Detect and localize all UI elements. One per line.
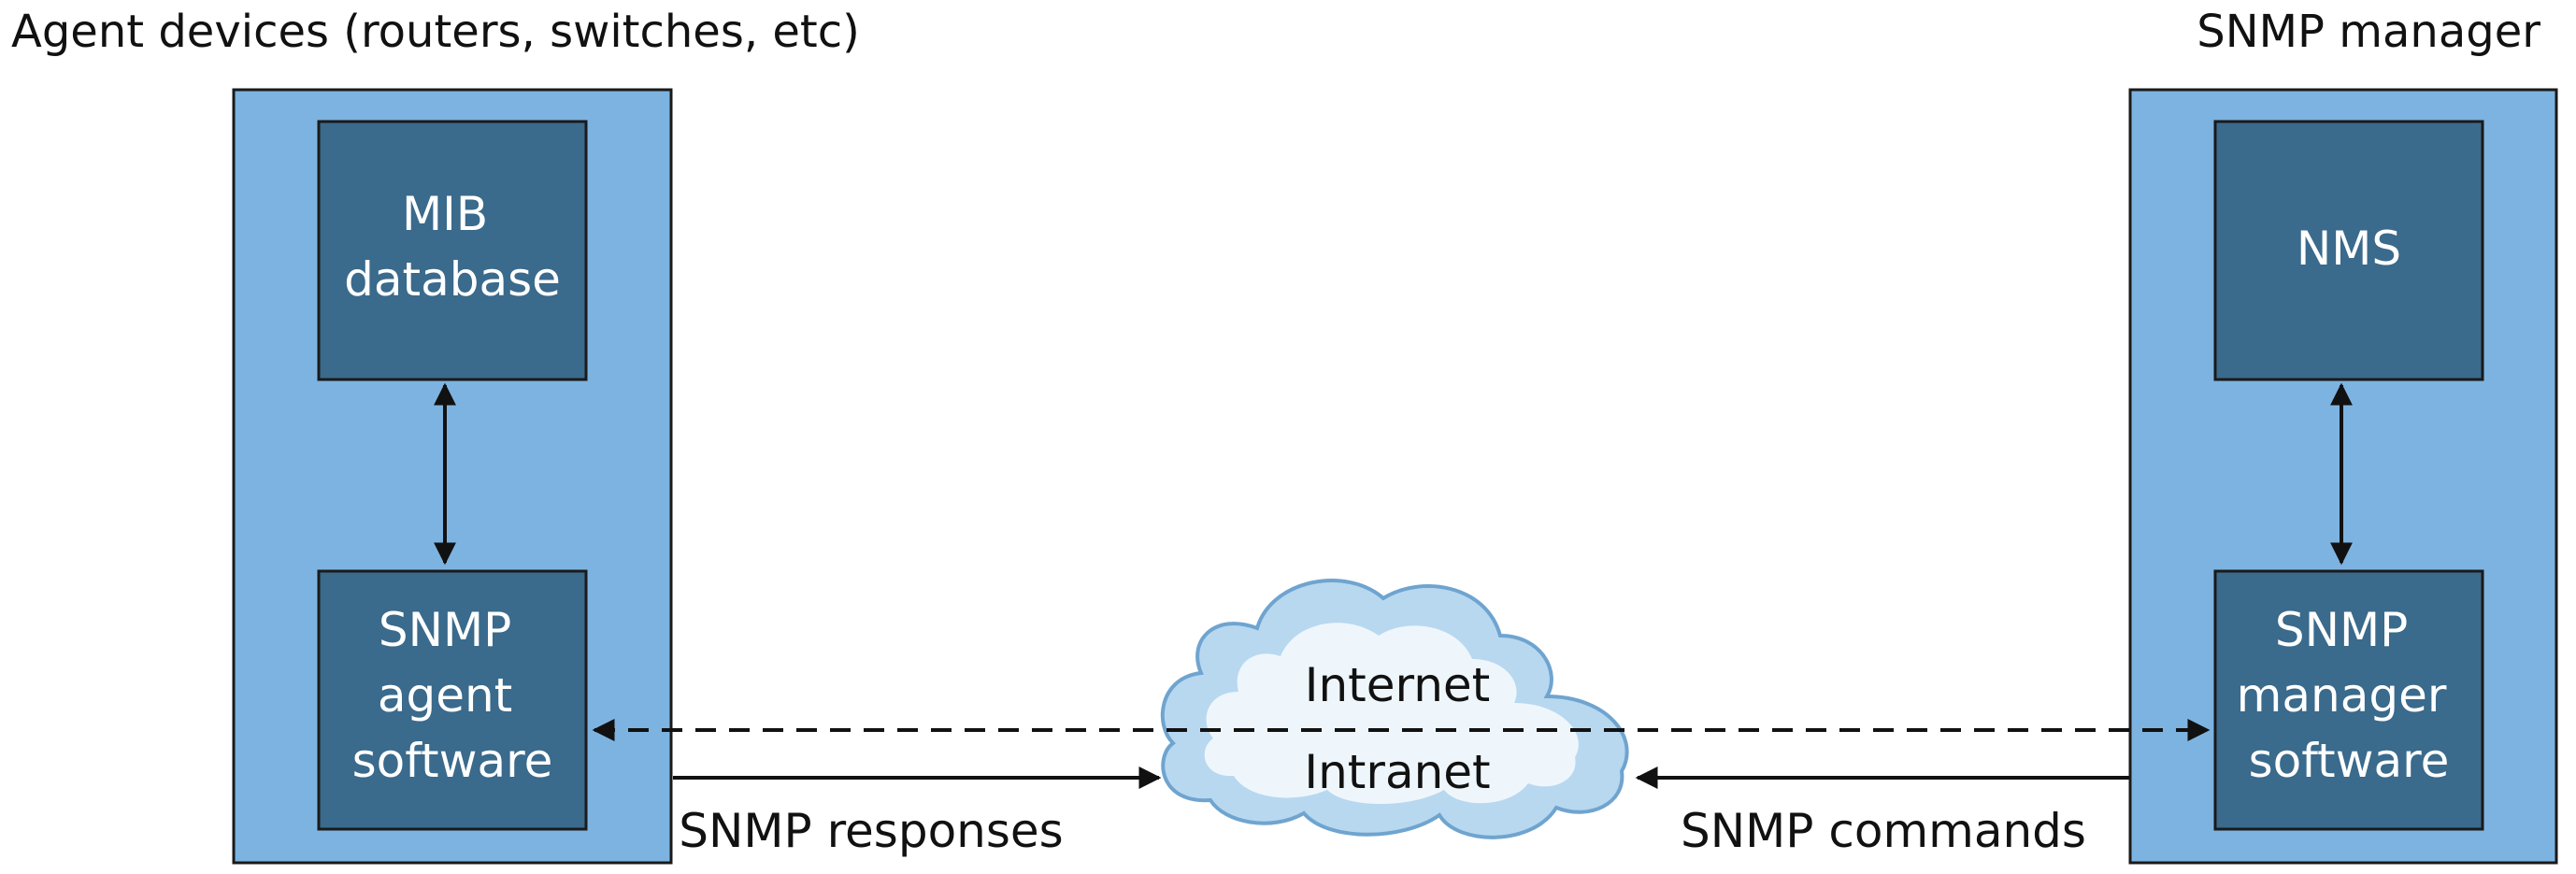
cloud-label-intranet: Intranet <box>1304 745 1490 799</box>
manager-panel-title: SNMP manager <box>2197 6 2540 58</box>
mib-database-label: MIB database <box>344 187 561 307</box>
network-cloud: Internet Intranet <box>1160 579 1629 839</box>
nms-box <box>2213 120 2484 381</box>
mib-database-box <box>317 120 588 381</box>
snmp-commands-label: SNMP commands <box>1681 804 2086 858</box>
snmp-agent-software-label: SNMP agent software <box>352 603 553 788</box>
cloud-label-internet: Internet <box>1305 658 1491 712</box>
snmp-manager-software-box <box>2213 569 2484 831</box>
cloud-inner-shape <box>1204 623 1579 804</box>
snmp-responses-label: SNMP responses <box>679 804 1063 858</box>
snmp-agent-software-box <box>317 569 588 831</box>
snmp-manager-software-label: SNMP manager software <box>2237 603 2462 788</box>
agent-panel-title: Agent devices (routers, switches, etc) <box>11 6 860 58</box>
nms-label: NMS <box>2297 222 2401 276</box>
